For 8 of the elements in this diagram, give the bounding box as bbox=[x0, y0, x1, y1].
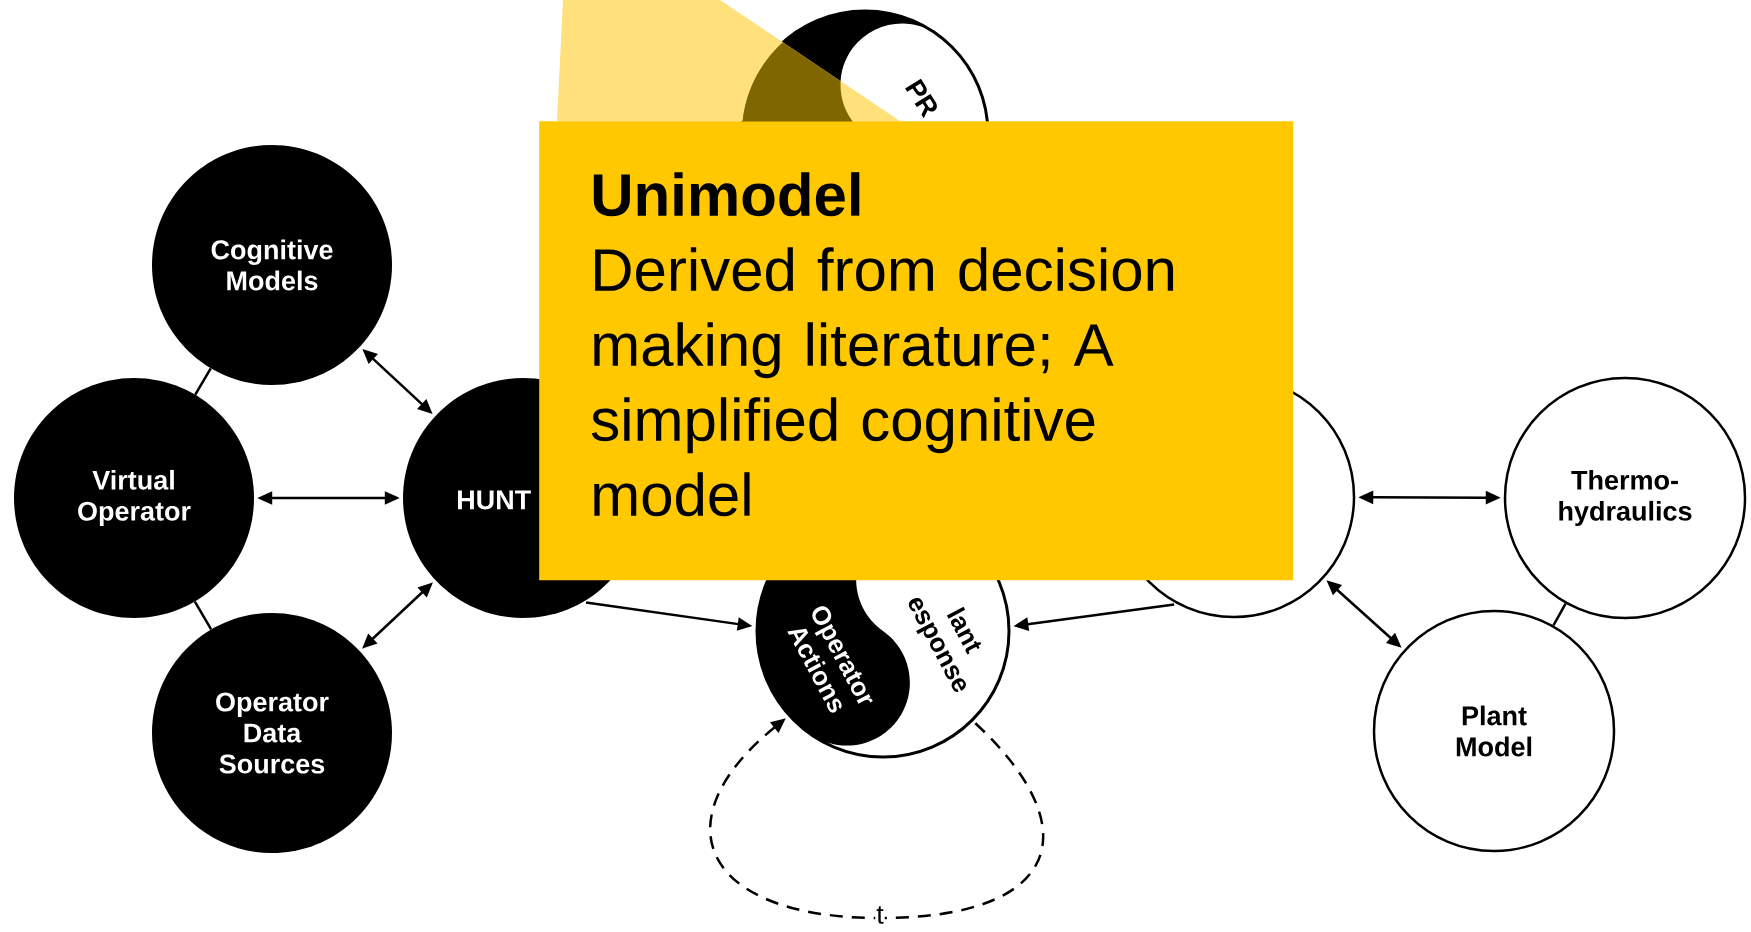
edge-label: t bbox=[875, 905, 885, 925]
circle-node: Thermo-hydraulics bbox=[1503, 376, 1747, 620]
circle-node: Plant Model bbox=[1372, 609, 1616, 853]
circle-node: Virtual Operator bbox=[14, 378, 254, 618]
circle-node: Operator Data Sources bbox=[152, 613, 392, 853]
arrow bbox=[709, 718, 1044, 920]
circle-node: Cognitive Models bbox=[152, 145, 392, 385]
callout-tooltip: Unimodel Derived from decision making literature; A simplified cognitive model bbox=[539, 121, 1294, 581]
